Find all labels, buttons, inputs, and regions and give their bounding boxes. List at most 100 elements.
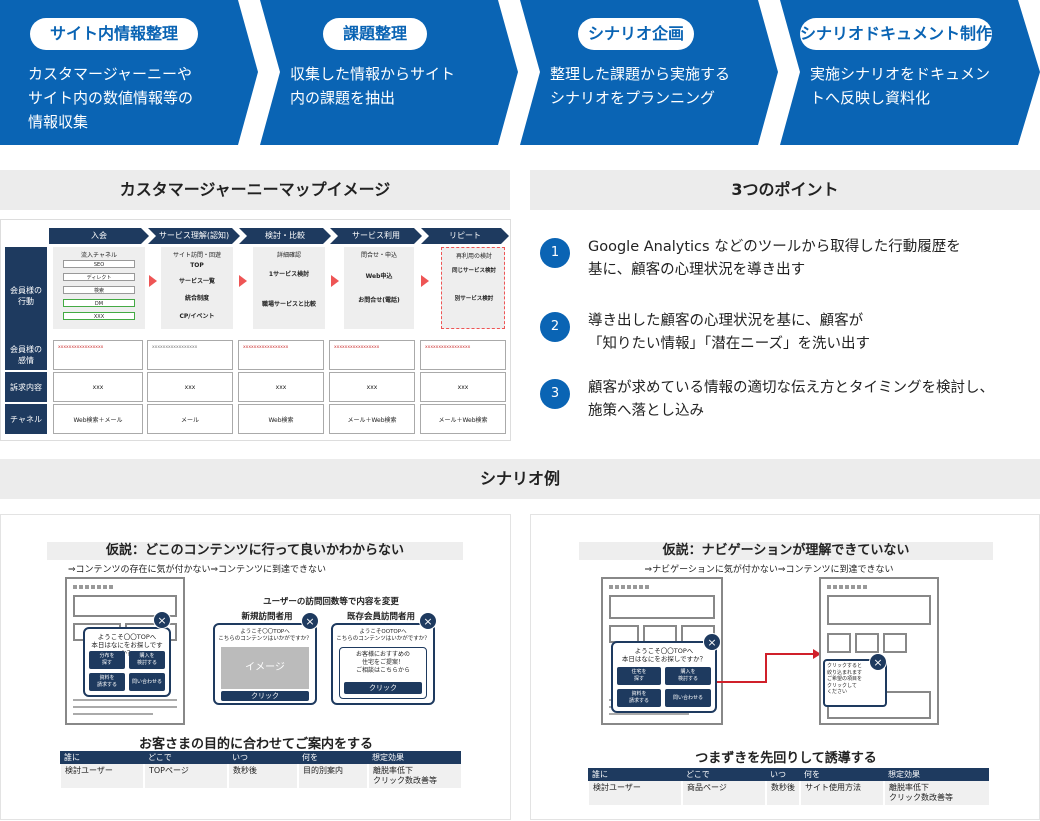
scenario-left-panel: 仮説：どこのコンテンツに行って良いかわからない ⇒コンテンツの存在に気が付かない…: [0, 514, 511, 820]
point-1: 1 Google Analytics などのツールから取得した行動履歴を 基に、…: [540, 236, 961, 282]
right-th-when: いつ: [766, 768, 800, 781]
emotion-cell-3: xxxxxxxxxxxxxxxxx: [238, 340, 324, 370]
emotion-cell-5: xxxxxxxxxxxxxxxxx: [420, 340, 506, 370]
point-2-number: 2: [540, 312, 570, 342]
arrow-line-h2: [765, 653, 815, 655]
phase-1: 入会: [49, 228, 149, 244]
right-title: つまずきを先回りして誘導する: [695, 751, 877, 766]
step-3-desc: 整理した課題から実施する シナリオをプランニング: [550, 65, 731, 107]
row-label-action: 会員様の 行動: [5, 247, 47, 344]
repeat-click-button[interactable]: クリック: [344, 682, 422, 694]
new-visitor-text: ようこそ〇〇TOPへ こちらのコンテンツはいかがですか？: [218, 629, 312, 642]
row-label-appeal: 訴求内容: [5, 372, 47, 402]
arrow-3: [331, 275, 339, 287]
right-td-where: 商品ページ: [681, 781, 766, 805]
left-th-when: いつ: [228, 751, 298, 764]
right-btn-4[interactable]: 問い合わせる: [665, 689, 711, 707]
left-th-who: 誰に: [60, 751, 144, 764]
left-title: お客さまの目的に合わせてご案内をする: [138, 737, 373, 752]
row-label-emotion: 会員様の 感情: [5, 340, 47, 370]
left-popup-text: ようこそ〇〇TOPへ 本日はなにをお探しですか？: [91, 633, 163, 657]
new-click-button[interactable]: クリック: [221, 691, 309, 701]
left-td-where: TOPページ: [143, 764, 228, 788]
step-3: シナリオ企画 整理した課題から実施する シナリオをプランニング: [520, 0, 778, 145]
right-td-who: 検討ユーザー: [587, 781, 682, 805]
right-btn-2[interactable]: 購入を 検討する: [665, 667, 711, 685]
arrow-2: [239, 275, 247, 287]
left-table: 誰に どこで いつ 何を 想定効果 検討ユーザー TOPページ 数秒後 目的別案…: [59, 751, 461, 788]
emotion-cell-1: xxxxxxxxxxxxxxxxx: [53, 340, 143, 370]
left-td-effect: 離脱率低下 クリック数改善等: [367, 764, 461, 788]
right-tip-close-icon[interactable]: ×: [869, 653, 887, 671]
left-btn-4[interactable]: 問い合わせる: [129, 673, 165, 691]
right-btn-3[interactable]: 資料を 請求する: [617, 689, 661, 707]
channel-cell-2: メール: [147, 404, 233, 434]
inflow-5: XXX: [63, 312, 135, 320]
repeat-inner-box: お客様におすすめの 住宅をご提案！ ご相談はこちらから クリック: [339, 647, 427, 699]
right-td-when: 数秒後: [765, 781, 800, 805]
action-title-2: サイト訪問・回遊: [172, 252, 221, 259]
action-title-1: 流入チャネル: [81, 252, 117, 259]
journey-header: カスタマージャーニーマップイメージ: [0, 170, 510, 210]
action-box-4: 問合せ・申込 Web申込 お問合せ(電話): [344, 247, 414, 329]
right-th-effect: 想定効果: [884, 768, 989, 781]
left-td-what: 目的別案内: [297, 764, 368, 788]
left-btn-1[interactable]: 分布を 探す: [89, 651, 125, 669]
arrow-line-h1: [717, 681, 767, 683]
channel-cell-3: Web検索: [238, 404, 324, 434]
row-label-channel: チャネル: [5, 404, 47, 434]
point-1-text: Google Analytics などのツールから取得した行動履歴を 基に、顧客…: [588, 239, 961, 278]
repeat-visitor-popup: ようこそOOTOPへ こちらのコンテンツはいかがですか？ お客様におすすめの 住…: [331, 623, 435, 705]
left-close-icon[interactable]: ×: [153, 611, 171, 629]
arrow-4: [421, 275, 429, 287]
right-close-icon[interactable]: ×: [703, 633, 721, 651]
scenario-header: シナリオ例: [0, 459, 1040, 499]
channel-cell-4: メール＋Web検索: [329, 404, 415, 434]
repeat-inner-text: お客様におすすめの 住宅をご提案！ ご相談はこちらから: [355, 651, 410, 674]
repeat-label: 既存会員訪問者用: [346, 612, 415, 622]
left-btn-3[interactable]: 資料を 請求する: [89, 673, 125, 691]
action-box-5: 再利用の検討 同じサービス検討 別サービス検討: [441, 247, 505, 329]
action-box-2: サイト訪問・回遊 TOP サービス一覧 統合制度 CP/イベント: [161, 247, 233, 329]
step-3-title: シナリオ企画: [578, 18, 694, 50]
phase-5: リピート: [421, 228, 509, 244]
channel-cell-5: メール＋Web検索: [420, 404, 506, 434]
step3-item-2: 職場サービスと比較: [261, 301, 316, 308]
left-th-where: どこで: [144, 751, 228, 764]
step2-item-4: CP/イベント: [179, 313, 215, 320]
left-th-effect: 想定効果: [368, 751, 461, 764]
inflow-1: SEO: [63, 260, 135, 268]
step-4-title: シナリオドキュメント制作: [800, 18, 992, 50]
new-close-icon[interactable]: ×: [301, 612, 319, 630]
step-2: 課題整理 収集した情報からサイト 内の課題を抽出: [260, 0, 518, 145]
right-tip-text: クリックすると 絞り込まれます ご希望の項目を クリックして ください: [827, 663, 863, 695]
point-2: 2 導き出した顧客の心理状況を基に、顧客が 「知りたい情報」「潜在ニーズ」を洗い…: [540, 310, 870, 356]
right-table: 誰に どこで いつ 何を 想定効果 検討ユーザー 商品ページ 数秒後 サイト使用…: [587, 768, 989, 805]
left-welcome-popup: ようこそ〇〇TOPへ 本日はなにをお探しですか？ 分布を 探す 購入を 検討する…: [83, 627, 171, 697]
emotion-cell-2: xxxxxxxxxxxxxxxxx: [147, 340, 233, 370]
repeat-close-icon[interactable]: ×: [419, 612, 437, 630]
step4-item-2: お問合せ(電話): [358, 297, 400, 304]
arrow-head: [813, 649, 821, 659]
appeal-cell-5: xxx: [420, 372, 506, 402]
inflow-4: DM: [63, 299, 135, 307]
right-btn-1[interactable]: 住宅を 探す: [617, 667, 661, 685]
point-3-text: 顧客が求めている情報の適切な伝え方とタイミングを検討し、 施策へ落とし込み: [588, 380, 994, 419]
right-th-who: 誰に: [588, 768, 682, 781]
journey-map: 入会 サービス理解(認知) 検討・比較 サービス利用 リピート 会員様の 行動 …: [0, 219, 511, 441]
channel-cell-1: Web検索＋メール: [53, 404, 143, 434]
left-btn-2[interactable]: 購入を 検討する: [129, 651, 165, 669]
step-2-title: 課題整理: [323, 18, 427, 50]
point-2-text: 導き出した顧客の心理状況を基に、顧客が 「知りたい情報」「潜在ニーズ」を洗い出す: [588, 313, 871, 352]
right-th-what: 何を: [800, 768, 884, 781]
step2-item-1: TOP: [190, 262, 204, 269]
right-popup-text: ようこそ〇〇TOPへ 本日はなにをお探しですか？: [621, 647, 707, 663]
change-label: ユーザーの訪問回数等で内容を変更: [263, 597, 399, 607]
left-td-when: 数秒後: [227, 764, 298, 788]
step2-item-3: 統合制度: [184, 295, 209, 302]
right-welcome-popup: ようこそ〇〇TOPへ 本日はなにをお探しですか？ 住宅を 探す 購入を 検討する…: [611, 641, 717, 713]
step4-item-1: Web申込: [365, 273, 393, 280]
step-1-desc: カスタマージャーニーや サイト内の数値情報等の 情報収集: [28, 65, 194, 131]
step5-item-1: 同じサービス検討: [451, 268, 496, 274]
step-4-desc: 実施シナリオをドキュメン トへ反映し資料化: [810, 65, 991, 107]
